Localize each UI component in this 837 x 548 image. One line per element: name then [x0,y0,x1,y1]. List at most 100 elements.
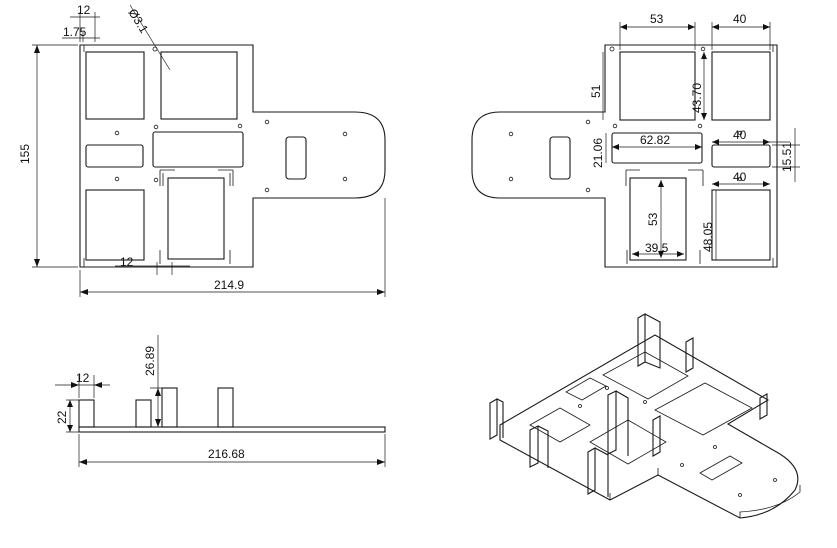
upright-tab [161,387,178,428]
hole [342,176,348,182]
dim-label: 1.75 [63,25,87,39]
dim-line [711,22,771,50]
pocket [85,144,144,168]
dim-line [115,262,190,275]
iso-upright [529,425,549,468]
iso-plate-edge [499,432,801,518]
slot [285,136,307,180]
hole [612,123,618,129]
dim-line [772,128,800,182]
pocket [711,144,771,168]
iso-pocket [654,382,753,436]
dim-label: 62.82 [640,133,670,147]
dim-arrow [763,139,770,145]
dim-arrow [688,24,695,30]
dim-arrow [658,251,664,258]
dim-label: 40 [733,128,747,142]
pocket [85,189,145,261]
base-plate [78,426,386,433]
pocket [85,51,145,120]
dim-leader [129,4,171,71]
bracket [159,169,175,186]
pocket [611,132,703,164]
slot [549,136,571,180]
hole [680,463,684,467]
dim-arrow [701,52,707,59]
bracket [159,250,231,264]
hole [700,46,706,52]
dim-arrow [632,251,639,257]
hole [737,130,743,136]
pocket [711,189,771,261]
hole [264,119,270,125]
dim-label: Ø3.1 [125,6,151,36]
hole [585,187,591,193]
dim-arrow [155,388,161,396]
dim-line [79,198,386,297]
dim-arrow [71,382,79,388]
dim-arrow [658,180,664,187]
isometric-view [489,313,801,519]
iso-upright [489,398,504,440]
dim-arrow [67,400,73,407]
dim-arrow [34,45,40,53]
dim-label: 21.06 [591,138,605,168]
hole [508,131,514,137]
iso-upright [607,390,629,456]
dim-arrow [712,24,719,30]
hole [737,176,743,182]
dim-label: 155 [18,144,32,164]
pocket [629,177,687,261]
dim-label: 40 [733,12,747,26]
iso-pocket [529,407,591,443]
hole [713,445,717,449]
hole [114,176,120,182]
dim-label: 40 [733,170,747,184]
hole [342,131,348,137]
dim-line [619,22,696,50]
pocket [619,51,696,121]
plate-outline [471,44,778,268]
iso-upright [587,447,609,497]
iso-upright [652,415,661,457]
bracket [218,169,234,186]
dim-line [62,32,100,42]
dim-arrow [80,289,88,295]
upright-tab [78,399,95,428]
dim-label: 53 [646,212,660,226]
dim-label: 48.05 [701,222,715,252]
hole [153,177,159,183]
dim-arrow [677,251,684,257]
dim-label: 51 [589,84,603,98]
plan-view-left: 12 1.75 Ø3.1 155 12 214.9 [18,3,386,297]
hole [237,123,243,129]
hole [508,176,514,182]
dim-arrow [377,459,385,465]
hole [585,119,591,125]
dim-label: 43.70 [690,83,704,113]
hole [697,123,703,129]
dim-label: 12 [77,3,91,17]
iso-plate [499,334,799,519]
upright-tab [217,387,234,428]
corner-tab [79,44,93,52]
iso-pocket [602,351,689,400]
side-view: 12 26.89 22 216.68 [55,335,386,467]
dim-label: 214.9 [214,278,244,292]
dim-label: 39.5 [645,241,669,255]
dim-label: 12 [120,255,134,269]
dim-arrow [695,144,702,150]
dim-arrow [34,259,40,267]
hole [609,46,615,52]
iso-upright [637,313,661,369]
dim-arrow [612,144,619,150]
hole [264,187,270,193]
dim-label: 12 [76,371,90,385]
dim-line [150,335,177,427]
iso-pocket [565,377,607,401]
iso-upright [685,337,694,373]
hole [153,124,159,130]
corner-tab [765,44,778,52]
bracket [625,169,704,186]
